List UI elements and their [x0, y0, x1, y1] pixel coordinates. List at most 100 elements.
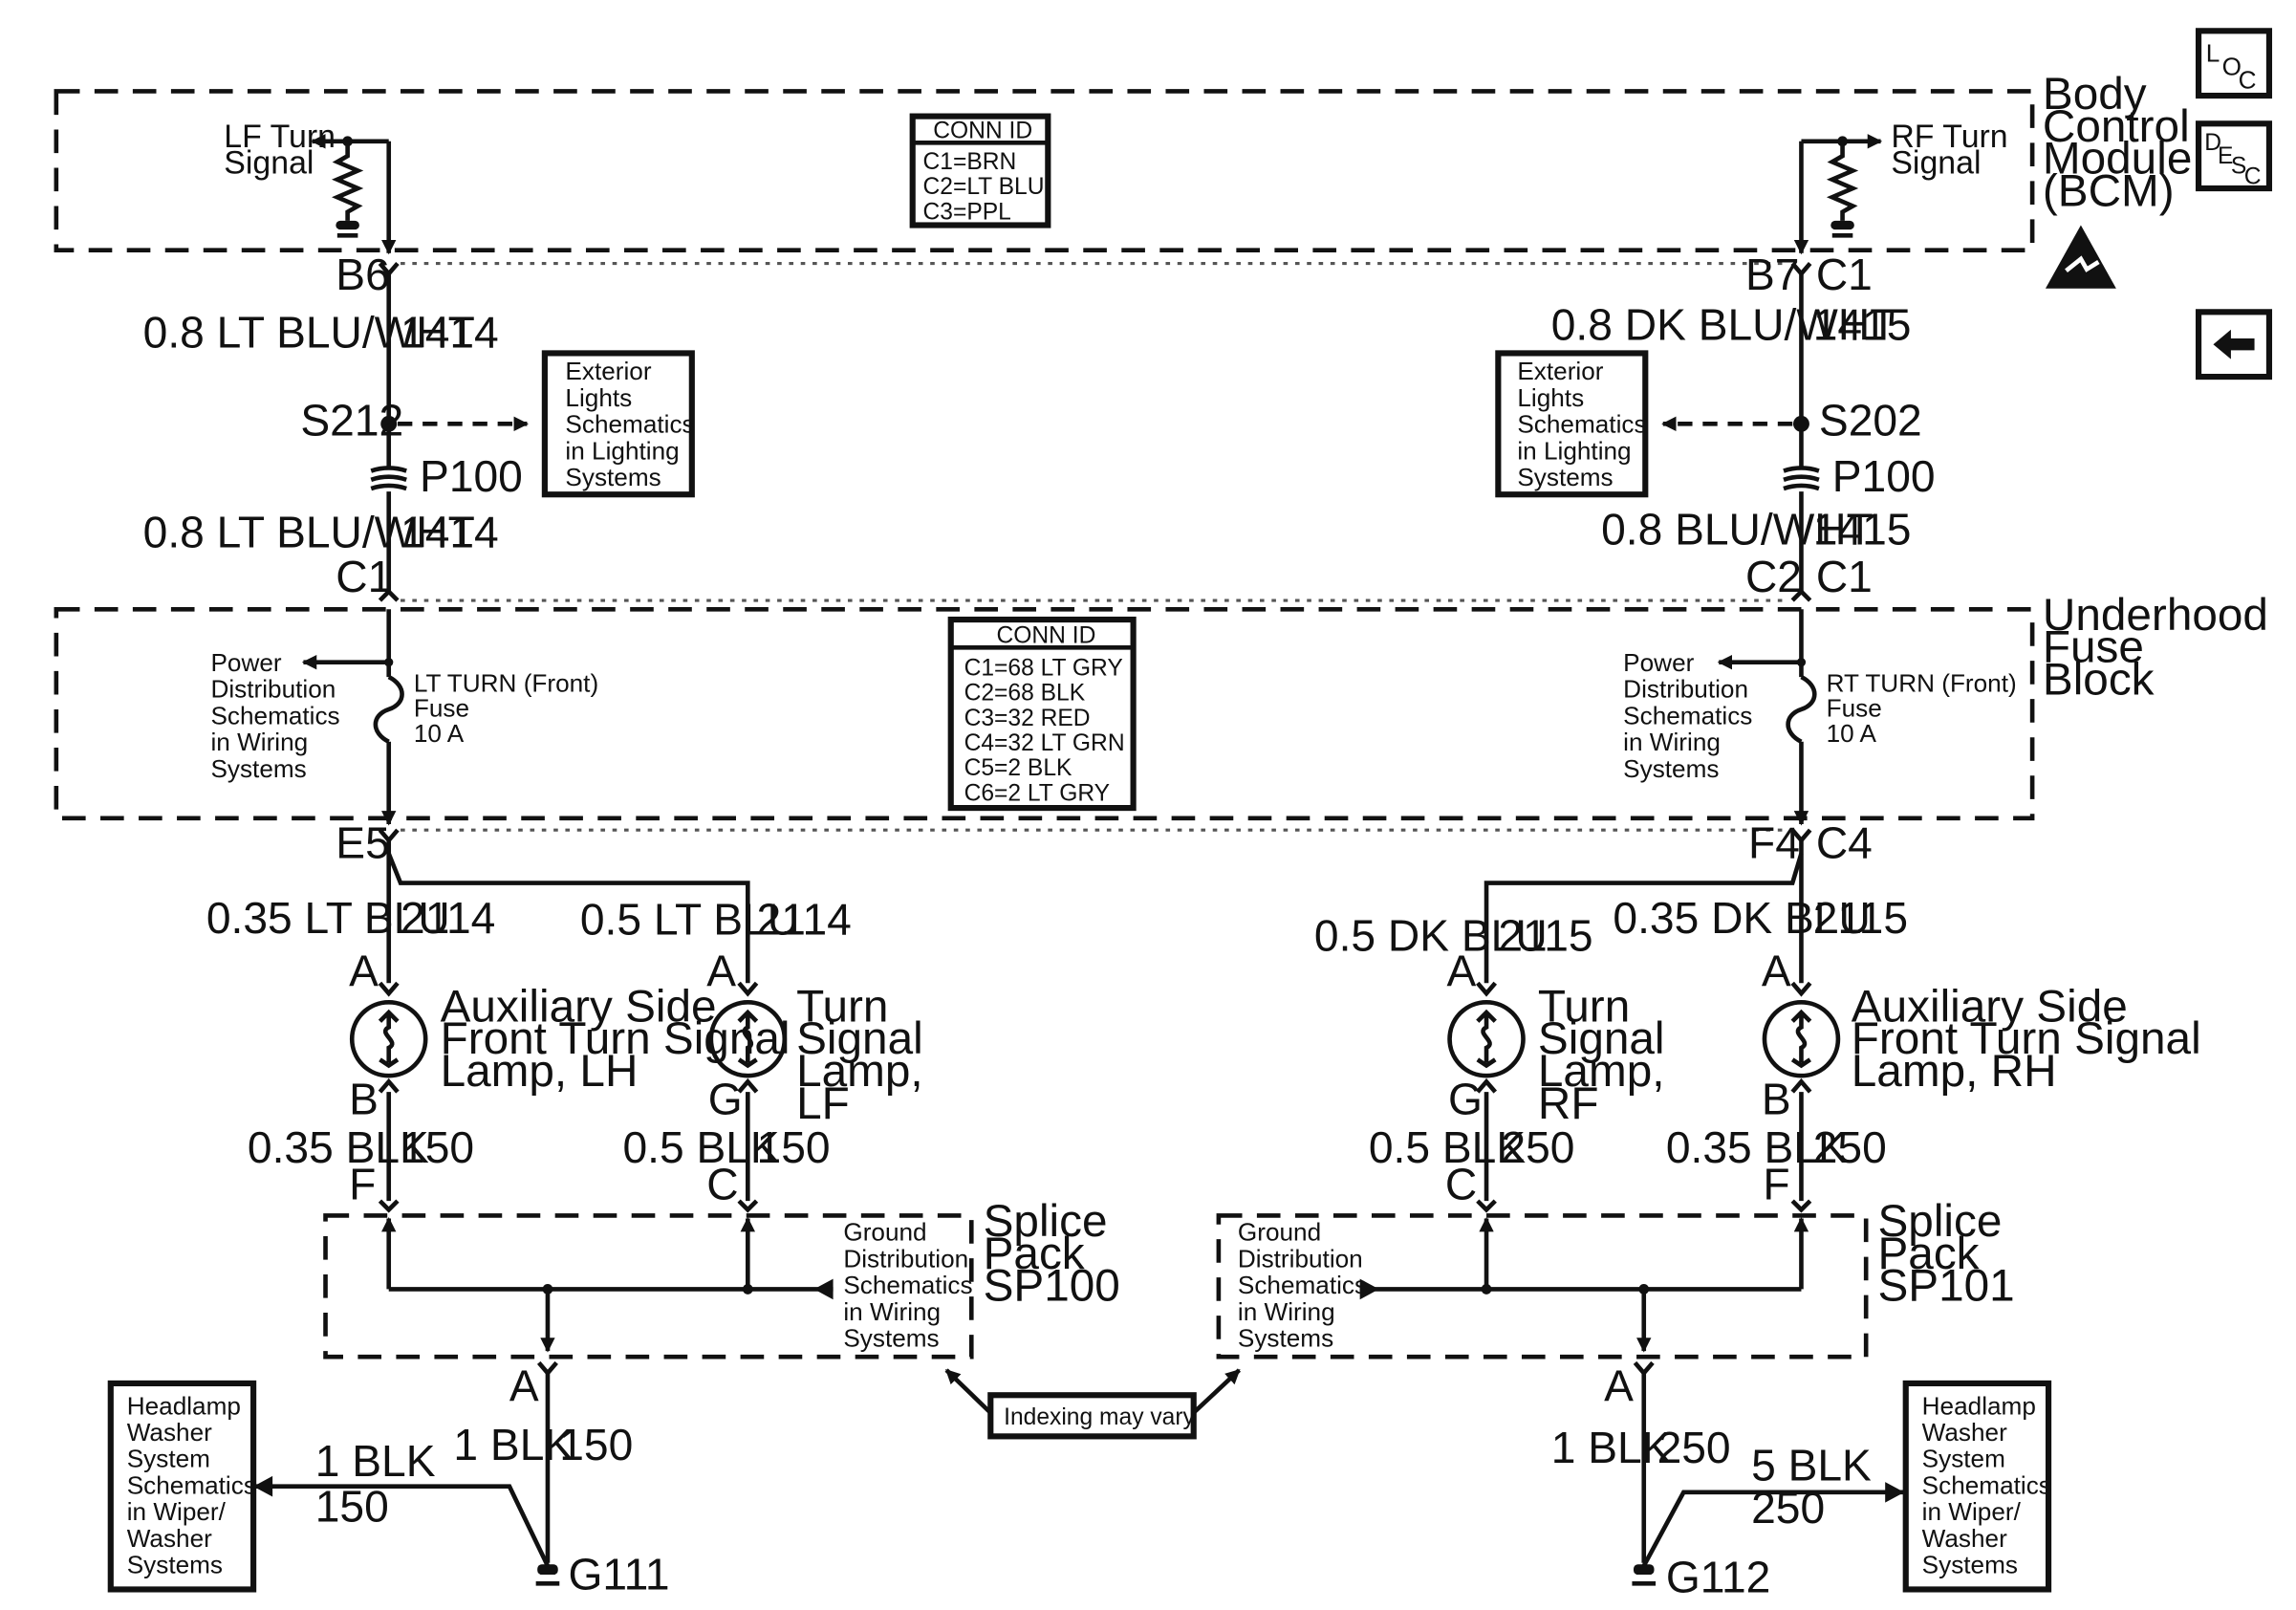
ref-text: Schematics — [127, 1470, 256, 1499]
desc-icon-d: D — [2204, 130, 2221, 156]
lamp-label-line: Signal — [1538, 1013, 1665, 1064]
wire-color-label: 0.5 BLK — [622, 1122, 779, 1172]
ref-text: Systems — [210, 754, 306, 783]
lt-turn-fuse-label: LT TURN (Front) Fuse 10 A — [414, 668, 598, 747]
ref-text: Power — [210, 648, 281, 677]
wire-color-label: 0.5 LT BLU — [580, 894, 799, 944]
circuit-number-label: 1415 — [1813, 505, 1912, 555]
lamp-label-line: Signal — [796, 1013, 923, 1064]
conn-id-entry: C2=68 BLK — [964, 681, 1086, 707]
ref-text: in Lighting — [565, 436, 679, 465]
ref-text: Washer — [127, 1524, 212, 1553]
exterior-lights-ref-right[interactable]: Exterior Lights Schematics in Lighting S… — [1495, 350, 1649, 498]
esd-warning-icon — [2045, 225, 2116, 289]
ref-text: Ground — [1238, 1218, 1321, 1247]
bcm-label-line: Body — [2043, 69, 2147, 120]
ref-text: Power — [1623, 648, 1694, 677]
wire-color-label: 0.35 DK BLU — [1613, 893, 1870, 943]
lamp-label-line: Auxiliary Side — [441, 981, 717, 1032]
ground-distribution-ref-right: Ground Distribution Schematics in Wiring… — [1238, 1218, 1367, 1353]
desc-icon[interactable] — [2195, 120, 2273, 192]
desc-button[interactable]: D E S C — [2195, 120, 2273, 192]
wire-color-label: 0.5 BLK — [1369, 1122, 1526, 1172]
ref-text: Ground — [843, 1218, 926, 1247]
wire-color-label: 0.5 DK BLU — [1314, 910, 1548, 960]
ref-text: Schematics — [565, 410, 694, 439]
lamp-label-line: Front Turn Signal — [441, 1013, 791, 1064]
lamp-label-line: Auxiliary Side — [1852, 981, 2128, 1032]
wire-color-label: 1 BLK — [453, 1420, 574, 1469]
wire-color-label: 1 BLK — [1551, 1423, 1672, 1472]
ref-text: Exterior — [1517, 357, 1603, 385]
exterior-lights-ref-left[interactable]: Exterior Lights Schematics in Lighting S… — [541, 350, 695, 498]
lamp-label-line: LF — [796, 1078, 850, 1129]
ref-text: Systems — [843, 1323, 939, 1352]
lf-turn-signal-circuit: LF Turn Signal — [224, 119, 397, 255]
circuit-number-label: 150 — [757, 1122, 831, 1172]
ref-text: Systems — [1238, 1323, 1333, 1352]
circuit-number-label: 2115 — [1498, 910, 1592, 960]
sp101-label: Splice Pack SP101 — [1877, 1196, 2014, 1312]
conn-id-title: CONN ID — [933, 119, 1032, 144]
ref-text: in Wiring — [1238, 1297, 1335, 1326]
wire-color-label: 0.35 BLK — [248, 1122, 429, 1172]
headlamp-washer-ref-right[interactable]: Headlamp Washer System Schematics in Wip… — [1902, 1380, 2052, 1593]
pin-label: B — [1762, 1074, 1791, 1123]
indexing-note-text: Indexing may vary — [1004, 1404, 1195, 1430]
ground-label: G112 — [1666, 1553, 1771, 1602]
sp101-label-line: Pack — [1877, 1229, 1979, 1279]
sp100-label-line: Pack — [984, 1229, 1085, 1279]
sp101-label-line: Splice — [1877, 1196, 2002, 1247]
pin-label: A — [509, 1360, 539, 1410]
bcm-boundary — [54, 89, 2035, 252]
circuit-number-label: 1414 — [401, 307, 499, 357]
loc-icon-c: C — [2239, 65, 2257, 94]
pin-label: F4 — [1748, 817, 1800, 867]
circuit-number-label: 150 — [559, 1420, 633, 1469]
right-lamp-circuits: F4 C4 0.5 DK BLU 2115 0.35 DK BLU 2115 A… — [1314, 817, 2201, 1601]
back-button[interactable] — [2195, 309, 2273, 381]
circuit-number-label: 250 — [1813, 1122, 1887, 1172]
turn-lamp-lf-label: Turn Signal Lamp, LF — [796, 981, 923, 1129]
turn-lamp-rf-bulb-icon — [1447, 981, 1526, 1094]
pin-label: F — [1763, 1160, 1789, 1209]
fuse-label: Fuse — [1827, 694, 1882, 723]
fuse-block-label-line: Block — [2043, 655, 2155, 706]
ref-text: Headlamp — [127, 1391, 241, 1420]
desc-icon-e: E — [2218, 143, 2233, 169]
sp100-label-line: SP100 — [984, 1261, 1120, 1312]
pin-label: B — [349, 1074, 379, 1123]
sp101-boundary — [1216, 1213, 1869, 1360]
fuse-label: Fuse — [414, 694, 469, 723]
fuse-conn-id-box: CONN ID C1=68 LT GRY C2=68 BLK C3=32 RED… — [947, 616, 1137, 812]
loc-icon[interactable] — [2195, 28, 2273, 99]
fuse-label: 10 A — [1827, 719, 1877, 748]
lamp-label-line: Lamp, RH — [1852, 1046, 2057, 1097]
pin-label: C — [706, 1160, 738, 1209]
ref-text: Systems — [1922, 1551, 2018, 1579]
s202-splice-dot — [1792, 415, 1809, 432]
ref-text: Distribution — [1623, 675, 1748, 704]
conn-id-entry: C1=68 LT GRY — [964, 656, 1123, 682]
circuit-number-label: 2115 — [1813, 893, 1908, 943]
ground-g111-icon — [535, 1564, 560, 1586]
bcm-label-line: Control — [2043, 101, 2190, 152]
ref-text: Washer — [1922, 1418, 2007, 1447]
pin-label: A — [1446, 946, 1476, 995]
splice-label: S202 — [1819, 396, 1922, 446]
sp100-boundary — [323, 1213, 974, 1360]
fuse-label: 10 A — [414, 719, 465, 748]
fuse-block-label-line: Fuse — [2043, 622, 2144, 673]
ref-text: in Wiper/ — [1922, 1497, 2022, 1526]
conn-id-entry: C5=2 BLK — [964, 755, 1072, 781]
ref-text: Schematics — [1922, 1470, 2051, 1499]
splice-label: S212 — [300, 396, 403, 446]
pin-label: A — [1762, 946, 1791, 995]
p100-inline-connector-right — [1783, 466, 1820, 491]
loc-button[interactable]: L O C — [2195, 28, 2273, 99]
headlamp-washer-ref-left[interactable]: Headlamp Washer System Schematics in Wip… — [107, 1380, 257, 1593]
loc-icon-l: L — [2206, 39, 2220, 68]
ref-text: Washer — [127, 1418, 212, 1447]
pin-label: G — [708, 1074, 743, 1123]
